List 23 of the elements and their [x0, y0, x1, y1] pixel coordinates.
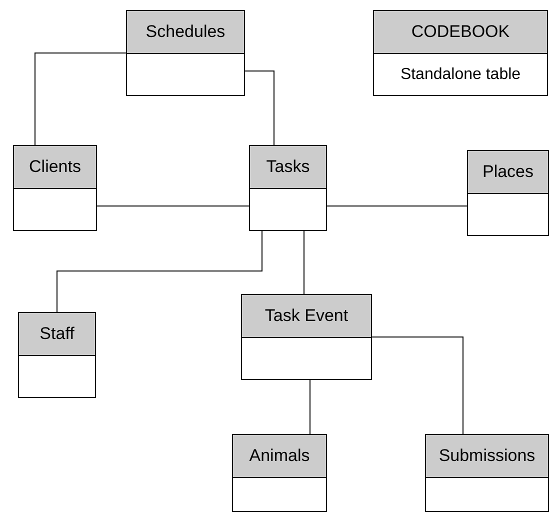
- table-description: Standalone table: [400, 64, 521, 84]
- connector-line: [244, 70, 274, 146]
- table-header: Clients: [14, 146, 96, 189]
- table-box: [18, 312, 96, 398]
- table-box: [467, 150, 549, 236]
- table-box: [232, 434, 327, 512]
- table-box: [425, 434, 549, 512]
- table-header: Task Event: [242, 295, 371, 338]
- table-header: Schedules: [127, 11, 244, 54]
- connector-line: [56, 230, 262, 312]
- table-header: Animals: [233, 435, 326, 478]
- connector-line: [372, 336, 464, 434]
- table-box: [241, 294, 372, 380]
- table-header: Tasks: [250, 146, 326, 189]
- table-box: [126, 10, 245, 96]
- table-header: Staff: [19, 313, 95, 356]
- table-header: Submissions: [426, 435, 548, 478]
- table-box: [373, 10, 548, 96]
- table-header: CODEBOOK: [374, 11, 547, 54]
- table-box: [249, 145, 327, 231]
- table-header: Places: [468, 151, 548, 194]
- table-box: [13, 145, 97, 231]
- connector-line: [34, 52, 126, 146]
